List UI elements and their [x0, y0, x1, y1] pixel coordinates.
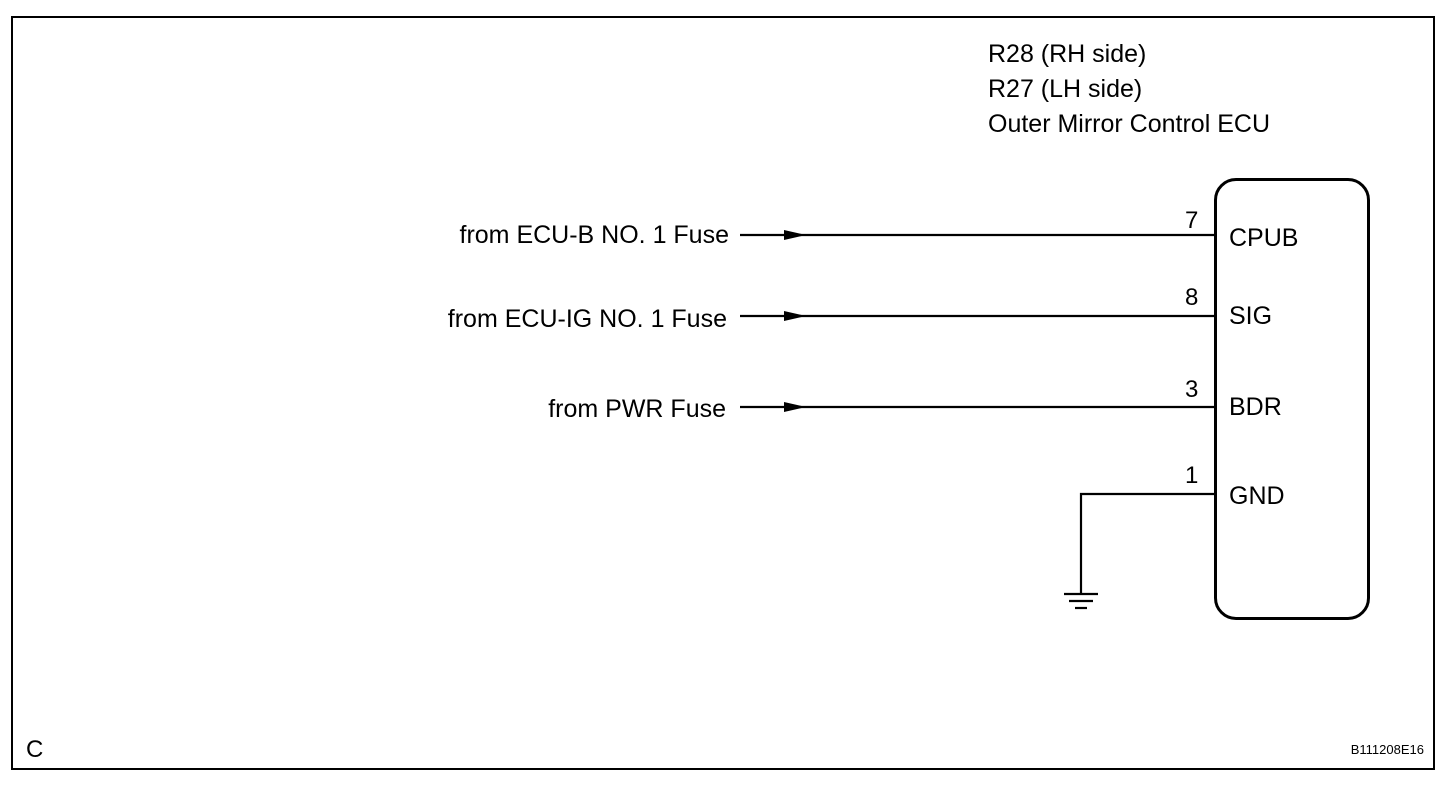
pin-number-sig: 8 [1185, 284, 1199, 311]
ecu-connector-box [1214, 178, 1370, 620]
pin-number-gnd: 1 [1185, 462, 1199, 489]
wire-gnd [1079, 492, 1214, 594]
source-label-pwr: from PWR Fuse [548, 395, 726, 423]
ground-icon [1064, 592, 1098, 610]
ecu-connector-rh: R28 (RH side) [988, 40, 1147, 68]
figure-code: B111208E16 [1350, 742, 1424, 757]
ecu-name: Outer Mirror Control ECU [988, 110, 1270, 138]
arrow-bdr [784, 402, 806, 412]
corner-letter: C [26, 736, 44, 763]
terminal-gnd: GND [1229, 482, 1285, 510]
source-label-ecu-b: from ECU-B NO. 1 Fuse [459, 221, 730, 249]
terminal-cpub: CPUB [1229, 224, 1299, 252]
source-label-ecu-ig: from ECU-IG NO. 1 Fuse [447, 305, 727, 333]
pin-number-cpub: 7 [1185, 207, 1199, 234]
diagram-frame [11, 16, 1435, 770]
ecu-connector-lh: R27 (LH side) [988, 75, 1143, 103]
arrow-cpub [784, 230, 806, 240]
arrow-sig [784, 311, 806, 321]
terminal-bdr: BDR [1229, 393, 1282, 421]
pin-number-bdr: 3 [1185, 376, 1199, 403]
ecu-title-block: R28 (RH side) R27 (LH side) Outer Mirror… [988, 37, 1270, 142]
terminal-sig: SIG [1229, 302, 1273, 330]
